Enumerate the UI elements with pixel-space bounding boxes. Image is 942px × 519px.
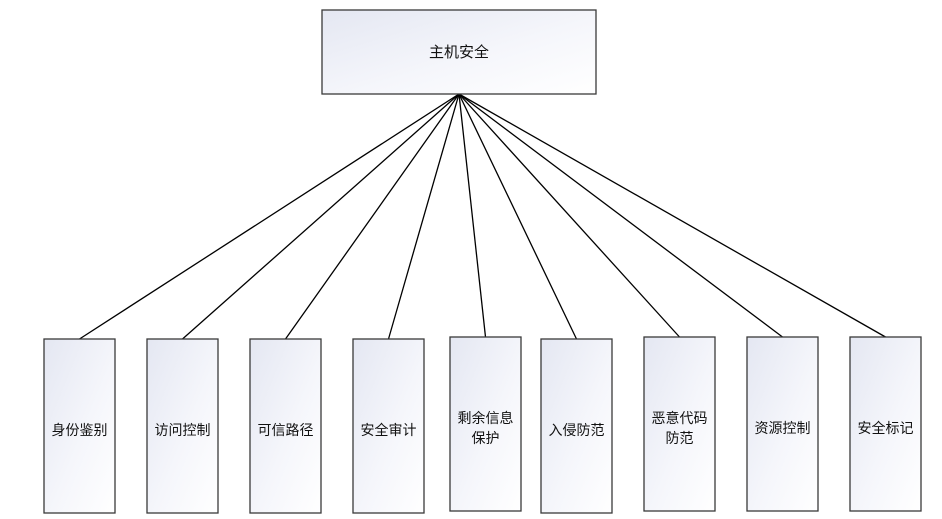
child-label-residual-info-protection-line-1: 剩余信息	[458, 410, 514, 427]
connector-line-access-control	[182, 93, 460, 340]
root-box	[321, 9, 597, 95]
child-box-trusted-path	[249, 338, 322, 514]
root-label: 主机安全	[429, 43, 489, 61]
child-box-malicious-code-prevention	[643, 336, 716, 512]
child-label-security-label-line-1: 安全标记	[858, 420, 914, 437]
root-node: 主机安全	[321, 9, 597, 95]
child-label-resource-control-line-1: 资源控制	[755, 421, 811, 437]
child-box-security-label	[849, 336, 922, 512]
child-label-identity-auth-line-1: 身份鉴别	[52, 423, 108, 439]
child-label-malicious-code-prevention-line-2: 防范	[666, 430, 694, 447]
child-label-security-audit-line-1: 安全审计	[361, 422, 417, 439]
child-box-residual-info-protection	[449, 336, 522, 512]
child-box-intrusion-prevention	[540, 338, 613, 514]
child-label-trusted-path-line-1: 可信路径	[258, 423, 314, 439]
connector-line-malicious-code-prevention	[458, 93, 680, 338]
child-label-access-control-line-1: 访问控制	[155, 423, 211, 439]
child-node-identity-auth: 身份鉴别	[43, 338, 116, 514]
connector-line-intrusion-prevention	[458, 93, 578, 340]
child-label-malicious-code-prevention-line-1: 恶意代码	[652, 410, 708, 427]
connector-lines	[79, 93, 886, 340]
child-label-residual-info-protection-line-2: 保护	[472, 431, 500, 447]
connector-line-residual-info-protection	[458, 93, 487, 338]
connector-line-security-audit	[387, 93, 460, 340]
child-node-trusted-path: 可信路径	[249, 338, 322, 514]
child-node-security-label: 安全标记	[849, 336, 922, 512]
connector-line-security-label	[458, 93, 886, 338]
child-label-intrusion-prevention-line-1: 入侵防范	[549, 422, 605, 439]
child-node-intrusion-prevention: 入侵防范	[540, 338, 613, 514]
connector-line-identity-auth	[79, 93, 460, 340]
child-box-access-control	[146, 338, 219, 514]
connector-line-resource-control	[458, 93, 783, 338]
connector-line-trusted-path	[284, 93, 460, 340]
child-node-security-audit: 安全审计	[352, 338, 425, 514]
child-node-resource-control: 资源控制	[746, 336, 819, 512]
child-box-resource-control	[746, 336, 819, 512]
child-node-access-control: 访问控制	[146, 338, 219, 514]
child-box-security-audit	[352, 338, 425, 514]
child-box-identity-auth	[43, 338, 116, 514]
